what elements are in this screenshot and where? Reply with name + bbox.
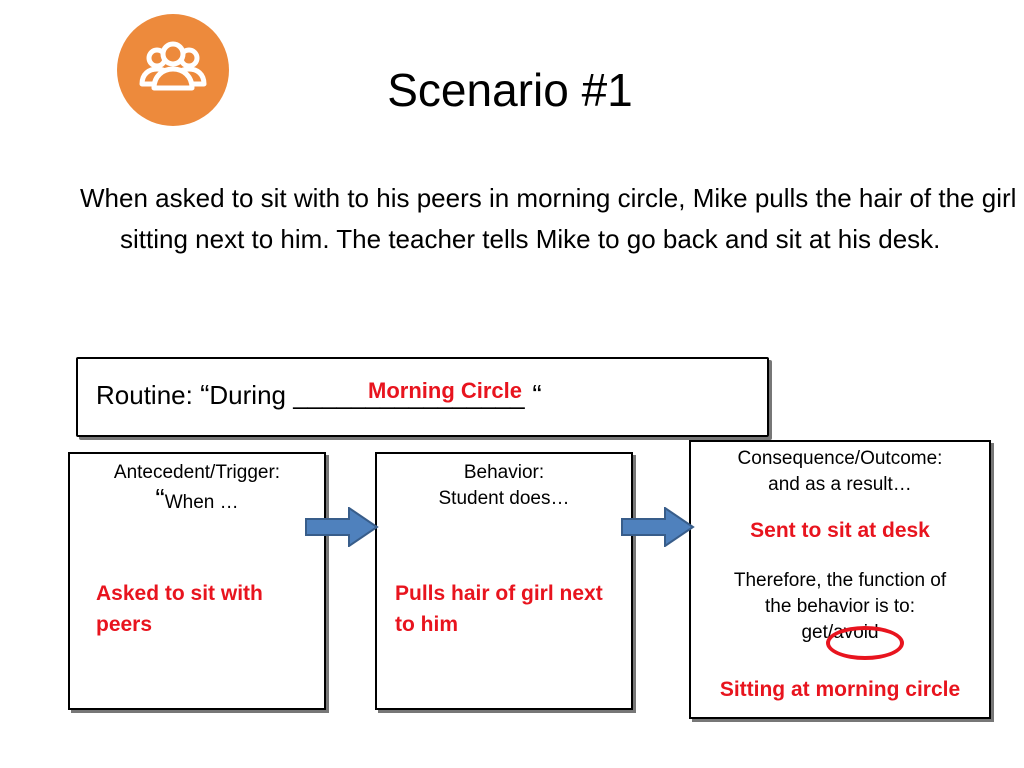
routine-close-quote: “ bbox=[524, 379, 542, 410]
antecedent-label-line2: When … bbox=[164, 492, 239, 513]
routine-prefix: Routine: bbox=[96, 380, 201, 410]
function-answer: Sitting at morning circle bbox=[719, 678, 961, 701]
behavior-label-line2: Student does… bbox=[438, 488, 570, 509]
consequence-label-line1: Consequence/Outcome: bbox=[737, 448, 943, 469]
antecedent-label-line1: Antecedent/Trigger: bbox=[113, 462, 281, 483]
antecedent-answer: Asked to sit with peers bbox=[96, 582, 263, 636]
routine-box bbox=[76, 357, 769, 437]
antecedent-label-line2-wrap: “When … bbox=[70, 483, 324, 516]
consequence-box bbox=[689, 440, 991, 719]
consequence-result: Sent to sit at desk bbox=[750, 519, 930, 542]
antecedent-label: Antecedent/Trigger: “When … bbox=[70, 460, 324, 516]
behavior-box bbox=[375, 452, 633, 710]
behavior-label-line1: Behavior: bbox=[463, 462, 545, 483]
people-group-icon bbox=[117, 14, 229, 126]
logo-circle bbox=[117, 14, 229, 126]
routine-answer: Morning Circle bbox=[368, 378, 523, 403]
scenario-text: When asked to sit with to his peers in m… bbox=[80, 183, 1017, 254]
function-line1: Therefore, the function of bbox=[733, 570, 947, 591]
behavior-label: Behavior: Student does… bbox=[377, 460, 631, 512]
antecedent-box bbox=[68, 452, 326, 710]
routine-during: During bbox=[209, 380, 294, 410]
behavior-answer: Pulls hair of girl next to him bbox=[395, 582, 603, 636]
routine-open-quote: “ bbox=[200, 379, 210, 410]
consequence-label-line2: and as a result… bbox=[768, 474, 912, 495]
arrow-right-icon bbox=[621, 507, 695, 547]
slide-title: Scenario #1 bbox=[387, 64, 633, 116]
routine-label: Routine: “During ________________ “ bbox=[96, 375, 542, 415]
function-line2: the behavior is to: bbox=[765, 596, 915, 617]
routine-blank: ________________ bbox=[293, 380, 525, 410]
consequence-label: Consequence/Outcome: and as a result… bbox=[691, 446, 989, 498]
avoid-highlight-circle bbox=[826, 626, 904, 660]
arrow-right-icon bbox=[305, 507, 379, 547]
antecedent-quote: “ bbox=[155, 483, 165, 514]
